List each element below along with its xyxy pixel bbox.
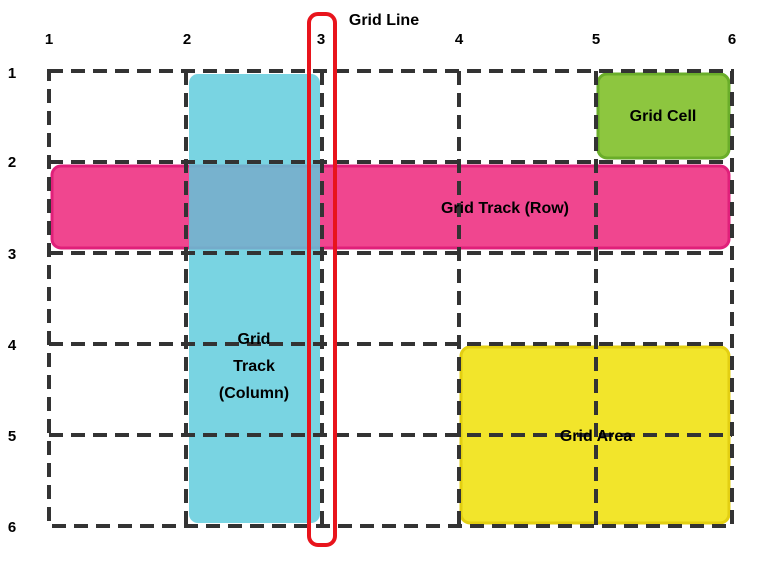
grid-lines [47, 69, 734, 528]
row-line-number: 3 [8, 246, 16, 263]
grid-line-label: Grid Line [349, 12, 419, 29]
row-line-numbers: 1 2 3 4 5 6 [8, 65, 17, 536]
column-line-number: 3 [317, 31, 325, 48]
grid-outer-border [47, 69, 734, 528]
column-line-number: 2 [183, 31, 191, 48]
column-line-number: 1 [45, 31, 53, 48]
grid-track-row-label: Grid Track (Row) [441, 200, 569, 217]
row-line-number: 2 [8, 154, 16, 171]
grid-track-column-label-line: (Column) [219, 385, 289, 402]
column-line-number: 5 [592, 31, 600, 48]
grid-area-label: Grid Area [560, 428, 632, 445]
row-line-number: 1 [8, 65, 16, 82]
grid-cell-label: Grid Cell [630, 108, 697, 125]
row-line-number: 6 [8, 519, 16, 536]
column-line-numbers: 1 2 3 4 5 6 [45, 31, 736, 48]
grid-track-row-box [50, 164, 731, 250]
grid-track-column-label-line: Grid [238, 331, 271, 348]
column-line-number: 4 [455, 31, 464, 48]
row-line-number: 5 [8, 428, 16, 445]
column-line-number: 6 [728, 31, 736, 48]
row-line-number: 4 [8, 337, 17, 354]
grid-line-highlight [307, 12, 337, 547]
grid-track-column-label-line: Track [233, 358, 275, 375]
grid-track-column-box [189, 74, 320, 523]
